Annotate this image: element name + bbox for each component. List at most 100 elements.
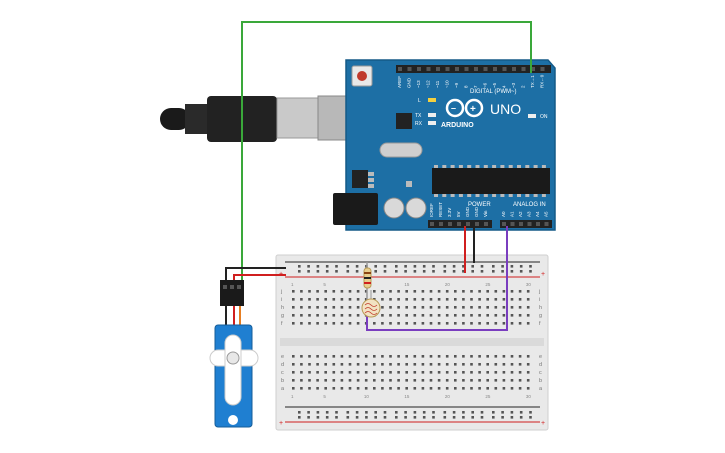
rail-hole[interactable] bbox=[422, 411, 426, 414]
breadboard-hole[interactable] bbox=[437, 363, 441, 366]
rail-hole[interactable] bbox=[443, 416, 447, 419]
breadboard-hole[interactable] bbox=[340, 298, 344, 301]
rail-hole[interactable] bbox=[307, 416, 310, 419]
breadboard-hole[interactable] bbox=[405, 290, 408, 293]
rail-hole[interactable] bbox=[432, 411, 435, 414]
breadboard-hole[interactable] bbox=[478, 387, 481, 390]
breadboard-hole[interactable] bbox=[429, 387, 433, 390]
breadboard-hole[interactable] bbox=[429, 355, 433, 358]
rail-hole[interactable] bbox=[510, 411, 514, 414]
rail-hole[interactable] bbox=[510, 416, 514, 419]
breadboard-hole[interactable] bbox=[405, 363, 408, 366]
breadboard-hole[interactable] bbox=[494, 379, 498, 382]
header-pin[interactable] bbox=[544, 222, 549, 226]
breadboard-hole[interactable] bbox=[308, 355, 311, 358]
breadboard-hole[interactable] bbox=[348, 290, 352, 293]
breadboard-hole[interactable] bbox=[421, 290, 425, 293]
breadboard-hole[interactable] bbox=[340, 363, 344, 366]
power-jack[interactable] bbox=[333, 193, 378, 225]
breadboard-hole[interactable] bbox=[324, 298, 327, 301]
breadboard-hole[interactable] bbox=[445, 298, 449, 301]
breadboard-hole[interactable] bbox=[526, 363, 530, 366]
breadboard-hole[interactable] bbox=[518, 371, 522, 374]
breadboard-hole[interactable] bbox=[364, 355, 368, 358]
breadboard-hole[interactable] bbox=[445, 363, 449, 366]
breadboard-hole[interactable] bbox=[462, 379, 465, 382]
breadboard-hole[interactable] bbox=[526, 298, 530, 301]
breadboard-hole[interactable] bbox=[470, 379, 473, 382]
breadboard-hole[interactable] bbox=[356, 371, 360, 374]
rail-hole[interactable] bbox=[325, 411, 329, 414]
rail-hole[interactable] bbox=[471, 416, 474, 419]
rail-hole[interactable] bbox=[383, 265, 387, 268]
breadboard-hole[interactable] bbox=[486, 306, 489, 309]
rail-hole[interactable] bbox=[529, 270, 532, 273]
rail-hole[interactable] bbox=[335, 270, 338, 273]
rail-hole[interactable] bbox=[529, 416, 532, 419]
breadboard-hole[interactable] bbox=[381, 363, 384, 366]
rail-hole[interactable] bbox=[346, 265, 350, 268]
breadboard-hole[interactable] bbox=[486, 355, 489, 358]
breadboard-hole[interactable] bbox=[470, 371, 473, 374]
breadboard-hole[interactable] bbox=[356, 306, 360, 309]
rail-hole[interactable] bbox=[395, 265, 398, 268]
breadboard-hole[interactable] bbox=[316, 387, 319, 390]
breadboard-hole[interactable] bbox=[526, 290, 530, 293]
breadboard-hole[interactable] bbox=[462, 363, 465, 366]
breadboard-hole[interactable] bbox=[470, 387, 473, 390]
breadboard-hole[interactable] bbox=[454, 363, 457, 366]
breadboard-hole[interactable] bbox=[300, 363, 303, 366]
rail-hole[interactable] bbox=[443, 411, 447, 414]
header-pin[interactable] bbox=[519, 222, 523, 226]
rail-hole[interactable] bbox=[355, 416, 359, 419]
rail-hole[interactable] bbox=[413, 411, 417, 414]
breadboard-hole[interactable] bbox=[356, 314, 360, 317]
header-pin[interactable] bbox=[502, 67, 507, 71]
breadboard-hole[interactable] bbox=[526, 314, 530, 317]
header-pin[interactable] bbox=[448, 222, 452, 226]
rail-hole[interactable] bbox=[346, 270, 350, 273]
servo-signal-wire[interactable] bbox=[241, 21, 532, 285]
rail-hole[interactable] bbox=[462, 416, 465, 419]
rail-hole[interactable] bbox=[501, 416, 504, 419]
breadboard-hole[interactable] bbox=[429, 298, 433, 301]
breadboard-hole[interactable] bbox=[364, 363, 368, 366]
rail-hole[interactable] bbox=[501, 265, 504, 268]
breadboard-hole[interactable] bbox=[348, 306, 352, 309]
breadboard-hole[interactable] bbox=[413, 290, 417, 293]
breadboard-hole[interactable] bbox=[373, 387, 376, 390]
breadboard-hole[interactable] bbox=[397, 387, 400, 390]
breadboard-hole[interactable] bbox=[510, 314, 514, 317]
breadboard-hole[interactable] bbox=[470, 355, 473, 358]
rail-hole[interactable] bbox=[422, 270, 426, 273]
rail-hole[interactable] bbox=[298, 265, 301, 268]
rail-hole[interactable] bbox=[452, 411, 456, 414]
breadboard-hole[interactable] bbox=[454, 379, 457, 382]
servo-motor[interactable] bbox=[209, 280, 259, 428]
breadboard-hole[interactable] bbox=[308, 387, 311, 390]
rail-hole[interactable] bbox=[462, 270, 465, 273]
breadboard-hole[interactable] bbox=[437, 387, 441, 390]
breadboard-hole[interactable] bbox=[445, 306, 449, 309]
breadboard-hole[interactable] bbox=[454, 387, 457, 390]
breadboard-hole[interactable] bbox=[502, 363, 506, 366]
breadboard-hole[interactable] bbox=[494, 387, 498, 390]
breadboard-hole[interactable] bbox=[518, 355, 522, 358]
breadboard-hole[interactable] bbox=[332, 322, 336, 325]
breadboard-hole[interactable] bbox=[340, 290, 344, 293]
breadboard-hole[interactable] bbox=[405, 371, 408, 374]
breadboard-hole[interactable] bbox=[300, 290, 303, 293]
breadboard-hole[interactable] bbox=[405, 314, 408, 317]
header-pin[interactable] bbox=[536, 222, 540, 226]
rail-hole[interactable] bbox=[395, 411, 398, 414]
header-pin[interactable] bbox=[474, 67, 478, 71]
breadboard-hole[interactable] bbox=[510, 379, 514, 382]
breadboard-hole[interactable] bbox=[292, 371, 295, 374]
rail-hole[interactable] bbox=[325, 270, 329, 273]
breadboard-hole[interactable] bbox=[405, 355, 408, 358]
breadboard-hole[interactable] bbox=[494, 314, 498, 317]
breadboard-hole[interactable] bbox=[348, 314, 352, 317]
breadboard-hole[interactable] bbox=[356, 387, 360, 390]
breadboard-hole[interactable] bbox=[348, 379, 352, 382]
header-pin[interactable] bbox=[493, 67, 497, 71]
